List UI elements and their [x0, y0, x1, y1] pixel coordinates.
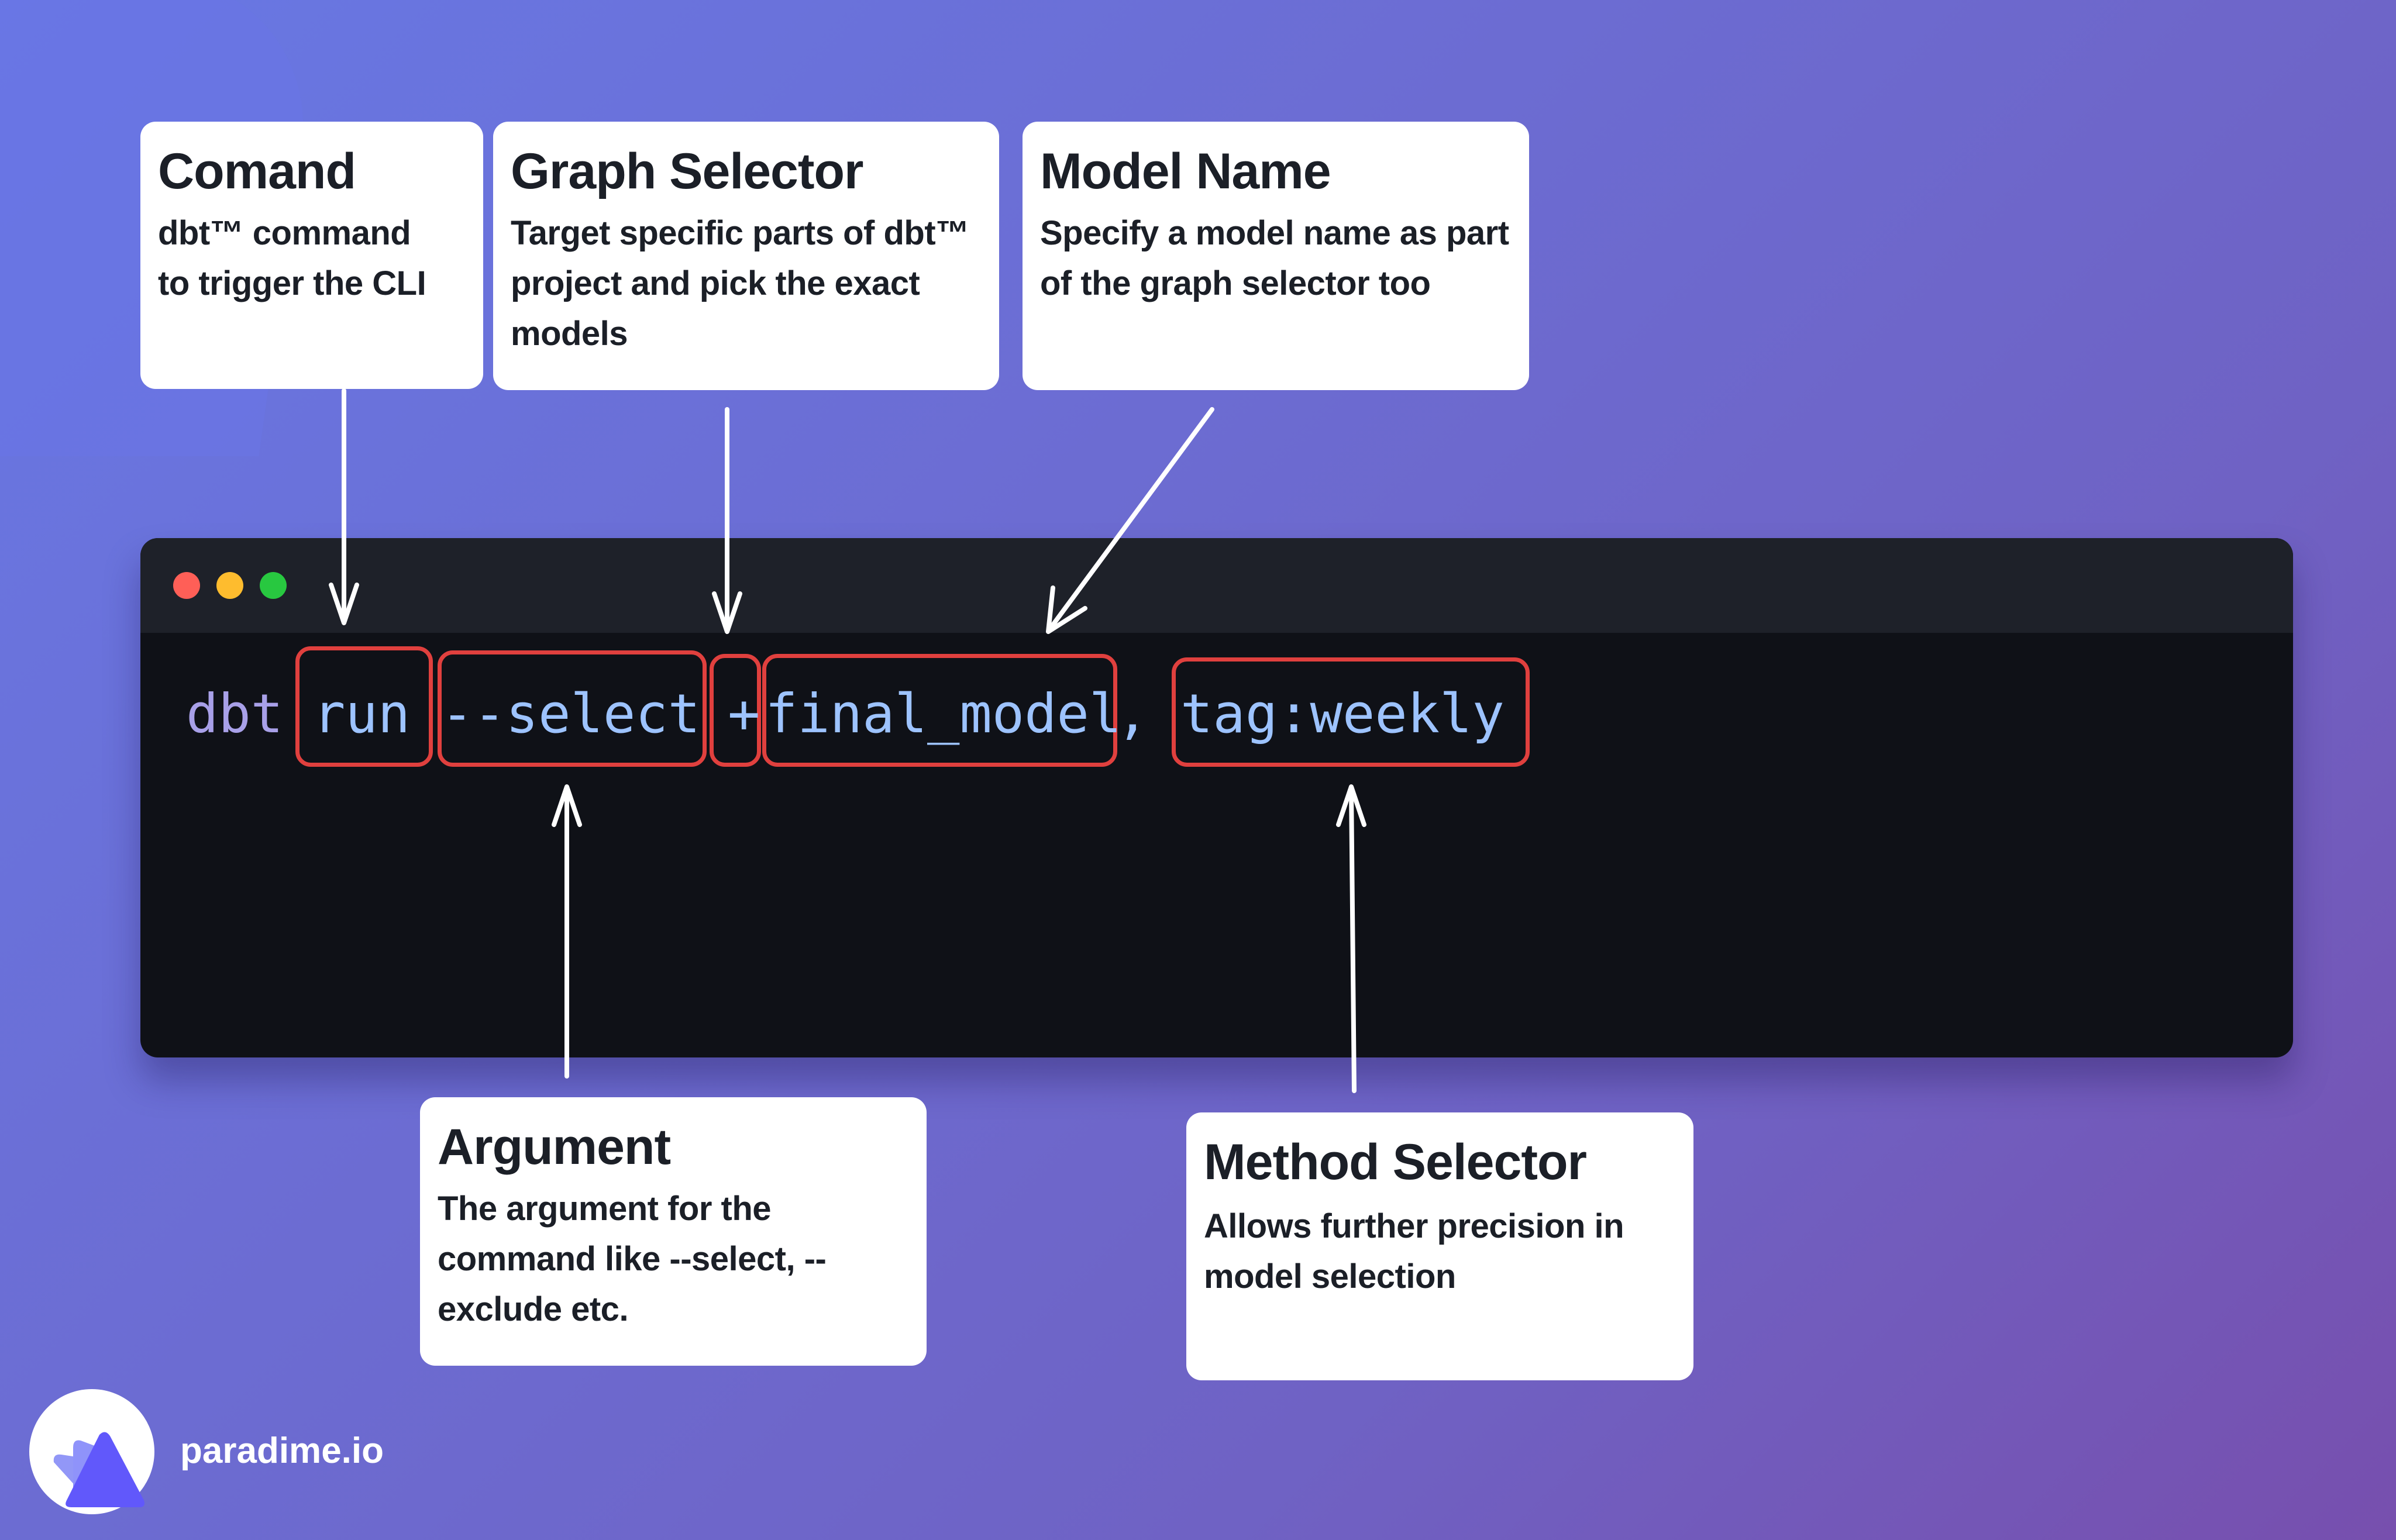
close-dot-icon[interactable] [173, 572, 200, 599]
card-body: dbt™ command to trigger the CLI [158, 214, 426, 303]
card-graph-selector: Graph Selector Target specific parts of … [493, 122, 999, 390]
paradime-triangle-logo-icon [53, 1432, 144, 1507]
maximize-dot-icon[interactable] [260, 572, 287, 599]
card-title: Method Selector [1204, 1134, 1587, 1190]
command-line: dbt run --select + final_model , tag:wee… [186, 687, 1505, 1118]
brand-name[interactable]: paradime.io [180, 1431, 384, 1471]
highlight-run [295, 646, 433, 767]
card-title: Comand [158, 143, 356, 199]
card-body: Allows further precision in model select… [1204, 1207, 1624, 1296]
card-command: Comand dbt™ command to trigger the CLI [140, 122, 483, 389]
highlight-plus [710, 654, 761, 767]
card-method-selector: Method Selector Allows further precision… [1186, 1112, 1693, 1380]
card-body: Specify a model name as part of the grap… [1040, 214, 1509, 303]
token-run: run [313, 683, 411, 745]
token-select: --select [441, 683, 701, 745]
token-model: final_model [765, 683, 1122, 745]
token-tag: tag:weekly [1180, 683, 1505, 745]
paradime-logo[interactable] [29, 1389, 154, 1514]
card-body: Target specific parts of dbt™ project an… [511, 214, 969, 353]
token-comma: , [1116, 683, 1149, 745]
card-model-name: Model Name Specify a model name as part … [1023, 122, 1529, 390]
highlight-tag [1172, 657, 1530, 767]
terminal-titlebar [140, 538, 2293, 633]
card-argument: Argument The argument for the command li… [420, 1097, 927, 1366]
minimize-dot-icon[interactable] [216, 572, 243, 599]
card-title: Argument [438, 1119, 671, 1175]
token-dbt: dbt [186, 683, 284, 745]
highlight-select [438, 650, 707, 767]
card-title: Model Name [1040, 143, 1331, 199]
card-body: The argument for the command like --sele… [438, 1190, 827, 1329]
token-plus: + [728, 683, 760, 745]
terminal-window [140, 538, 2293, 1057]
card-title: Graph Selector [511, 143, 864, 199]
highlight-model [762, 654, 1117, 767]
